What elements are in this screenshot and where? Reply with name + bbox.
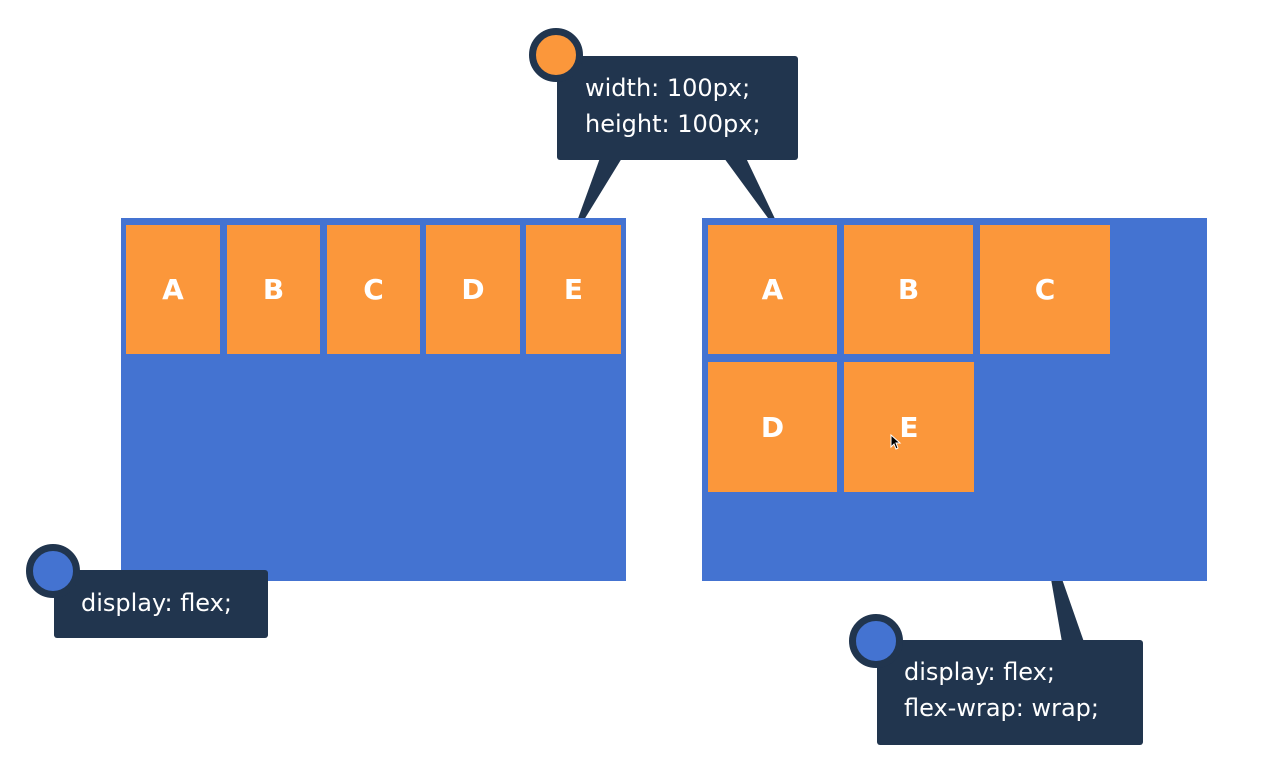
mouse-cursor-icon bbox=[890, 434, 902, 450]
flex-item-d: D bbox=[426, 225, 520, 354]
item-size-dot bbox=[529, 28, 583, 82]
flex-item-e: E bbox=[526, 225, 621, 354]
flex-item-c: C bbox=[327, 225, 420, 354]
flex-dot bbox=[26, 544, 80, 598]
wrap-item-c: C bbox=[980, 225, 1110, 354]
right-wrap-container: A B C D E bbox=[702, 218, 1207, 581]
wrap-display-text: display: flex; bbox=[904, 658, 1055, 686]
item-height-text: height: 100px; bbox=[585, 110, 761, 138]
flex-wrap-callout: display: flex; flex-wrap: wrap; bbox=[877, 640, 1143, 745]
flex-display-text: display: flex; bbox=[81, 589, 232, 617]
wrap-item-e: E bbox=[844, 362, 974, 492]
item-width-text: width: 100px; bbox=[585, 74, 751, 102]
wrap-item-d: D bbox=[708, 362, 837, 492]
wrap-flexwrap-text: flex-wrap: wrap; bbox=[904, 694, 1099, 722]
flex-callout: display: flex; bbox=[54, 570, 268, 638]
wrap-item-b: B bbox=[844, 225, 973, 354]
item-size-callout: width: 100px; height: 100px; bbox=[557, 56, 798, 160]
flex-wrap-dot bbox=[849, 614, 903, 668]
left-flex-container: A B C D E bbox=[121, 218, 626, 581]
flex-item-a: A bbox=[126, 225, 220, 354]
wrap-item-a: A bbox=[708, 225, 837, 354]
flex-item-b: B bbox=[227, 225, 320, 354]
